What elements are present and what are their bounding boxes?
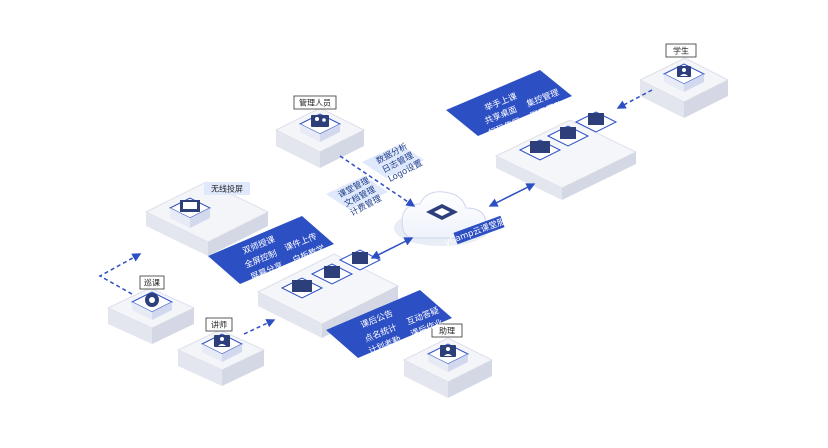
assistant-node: 助理	[402, 323, 494, 398]
student-node: 学生	[638, 43, 730, 118]
connector-cloud-lecturer	[370, 237, 414, 259]
connector-cloud-student	[488, 183, 536, 207]
student-devices-platform	[494, 111, 638, 200]
monitor-icon	[338, 249, 382, 271]
admin-label: 管理人员	[299, 98, 331, 108]
monitor-icon	[574, 111, 618, 133]
inspector-label: 巡课	[144, 278, 160, 288]
lecturer-label: 讲师	[211, 320, 227, 330]
connector-inspector	[98, 253, 142, 295]
admin-node: 管理人员	[274, 95, 366, 168]
lecturer-node: 讲师	[176, 317, 266, 386]
student-label: 学生	[673, 46, 689, 56]
lecturer-devices-platform	[256, 249, 400, 338]
monitor-icon	[180, 200, 200, 212]
connector-admin	[339, 155, 416, 207]
screen-node: 无线投屏	[144, 181, 270, 256]
inspector-node: 巡课	[106, 275, 196, 344]
monitor-icon	[546, 125, 590, 147]
monitor-icon	[310, 263, 354, 285]
monitor-icon	[518, 139, 562, 161]
assistant-label: 助理	[439, 326, 455, 336]
admin-features-panel: 数据分析 日志管理 Logo设置	[362, 141, 425, 185]
admin-features-panel-2: 课堂管理 文档管理 计费管理	[326, 175, 388, 219]
cloud-service: yCamp云课堂服务	[394, 191, 516, 248]
student-features-panel: 举手上课 共享桌面 集控管理 扫码传屏 聊天互动	[446, 70, 572, 139]
assistant-icon	[440, 345, 456, 357]
lecturer-icon	[214, 335, 230, 347]
student-icon	[677, 66, 691, 77]
connectors	[98, 89, 653, 335]
cloud-icon	[426, 204, 458, 220]
assistant-features-panel: 课后公告 点名统计 互动答疑 计划考勤 课后作业	[326, 290, 452, 358]
admin-icon	[311, 115, 329, 127]
screen-label: 无线投屏	[211, 184, 243, 194]
connector-lecturer	[243, 319, 276, 335]
camera-icon	[145, 293, 159, 307]
monitor-icon	[280, 277, 324, 299]
